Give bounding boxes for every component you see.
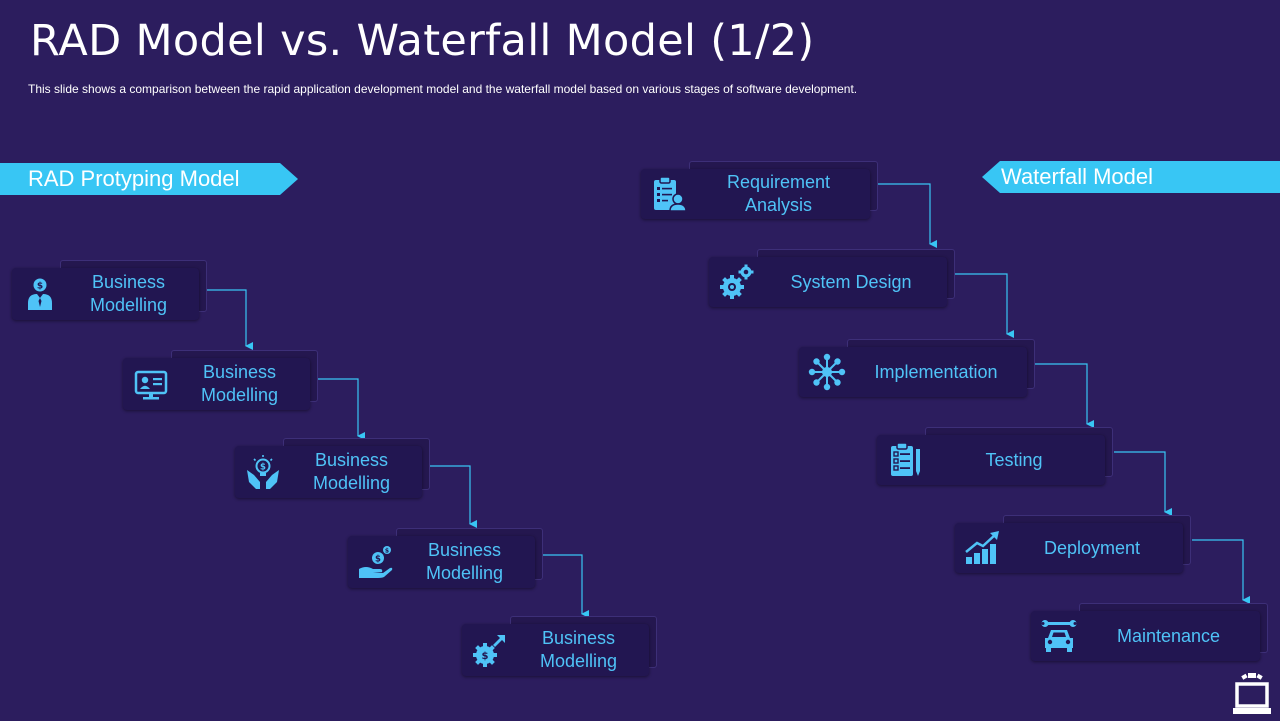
step-card — [12, 268, 199, 320]
step-card — [877, 435, 1105, 485]
gears-icon — [717, 262, 757, 302]
waterfall-connector — [1035, 363, 1094, 428]
checklist-pencil-icon — [885, 440, 925, 480]
waterfall-step-4: Testing — [877, 427, 1113, 485]
waterfall-step-5: Deployment — [955, 515, 1191, 573]
step-card — [462, 624, 649, 676]
step-label: Requirement Analysis — [726, 172, 831, 215]
rad-step-2: Business Modelling — [123, 350, 318, 410]
rad-connector — [430, 465, 477, 528]
waterfall-step-3: Implementation — [799, 339, 1035, 397]
step-label: Deployment — [1043, 537, 1141, 558]
step-label: Testing — [985, 449, 1043, 470]
rad-connector — [542, 554, 589, 618]
rad-step-1: $ Business Modelling — [12, 260, 207, 320]
waterfall-connector — [878, 183, 937, 248]
waterfall-connector — [1114, 451, 1172, 516]
laptop-gear-icon — [1232, 672, 1272, 716]
hand-coins-icon: $$ — [356, 542, 396, 582]
svg-text:$: $ — [385, 548, 389, 555]
hands-lightbulb-icon: $ — [243, 452, 283, 492]
waterfall-connector — [1192, 539, 1250, 604]
step-label: System Design — [790, 271, 912, 292]
svg-text:$: $ — [482, 651, 489, 662]
network-hub-icon — [807, 352, 847, 392]
waterfall-connector — [955, 273, 1014, 338]
rad-step-5: $ Business Modelling — [462, 616, 657, 676]
waterfall-step-1: Requirement Analysis — [641, 161, 878, 219]
step-label: Business Modelling — [312, 450, 391, 493]
svg-text:$: $ — [375, 555, 381, 565]
slide-subtitle: This slide shows a comparison between th… — [28, 82, 858, 96]
car-wrench-icon — [1039, 616, 1079, 656]
rad-banner: RAD Protyping Model — [0, 163, 298, 195]
businessman-dollar-icon: $ — [20, 274, 60, 314]
clipboard-user-icon — [649, 174, 689, 214]
step-card — [709, 257, 947, 307]
rad-step-4: $$ Business Modelling — [348, 528, 543, 588]
waterfall-step-6: Maintenance — [1031, 603, 1268, 661]
monitor-profile-icon — [131, 364, 171, 404]
waterfall-banner: Waterfall Model — [982, 161, 1280, 193]
svg-text:$: $ — [260, 463, 266, 473]
rad-connector — [206, 289, 253, 350]
waterfall-step-2: System Design — [709, 249, 955, 307]
gear-dollar-growth-icon: $ — [470, 630, 510, 670]
growth-chart-icon — [963, 528, 1003, 568]
step-label: Business Modelling — [539, 628, 618, 671]
rad-connector — [318, 378, 365, 440]
step-label: Maintenance — [1116, 625, 1221, 646]
slide-title: RAD Model vs. Waterfall Model (1/2) — [30, 16, 815, 66]
svg-text:$: $ — [37, 282, 43, 292]
step-label: Business Modelling — [425, 540, 504, 583]
step-label: Implementation — [874, 361, 998, 382]
step-label: Business Modelling — [200, 362, 279, 405]
step-label: Business Modelling — [89, 272, 168, 315]
rad-step-3: $ Business Modelling — [235, 438, 430, 498]
